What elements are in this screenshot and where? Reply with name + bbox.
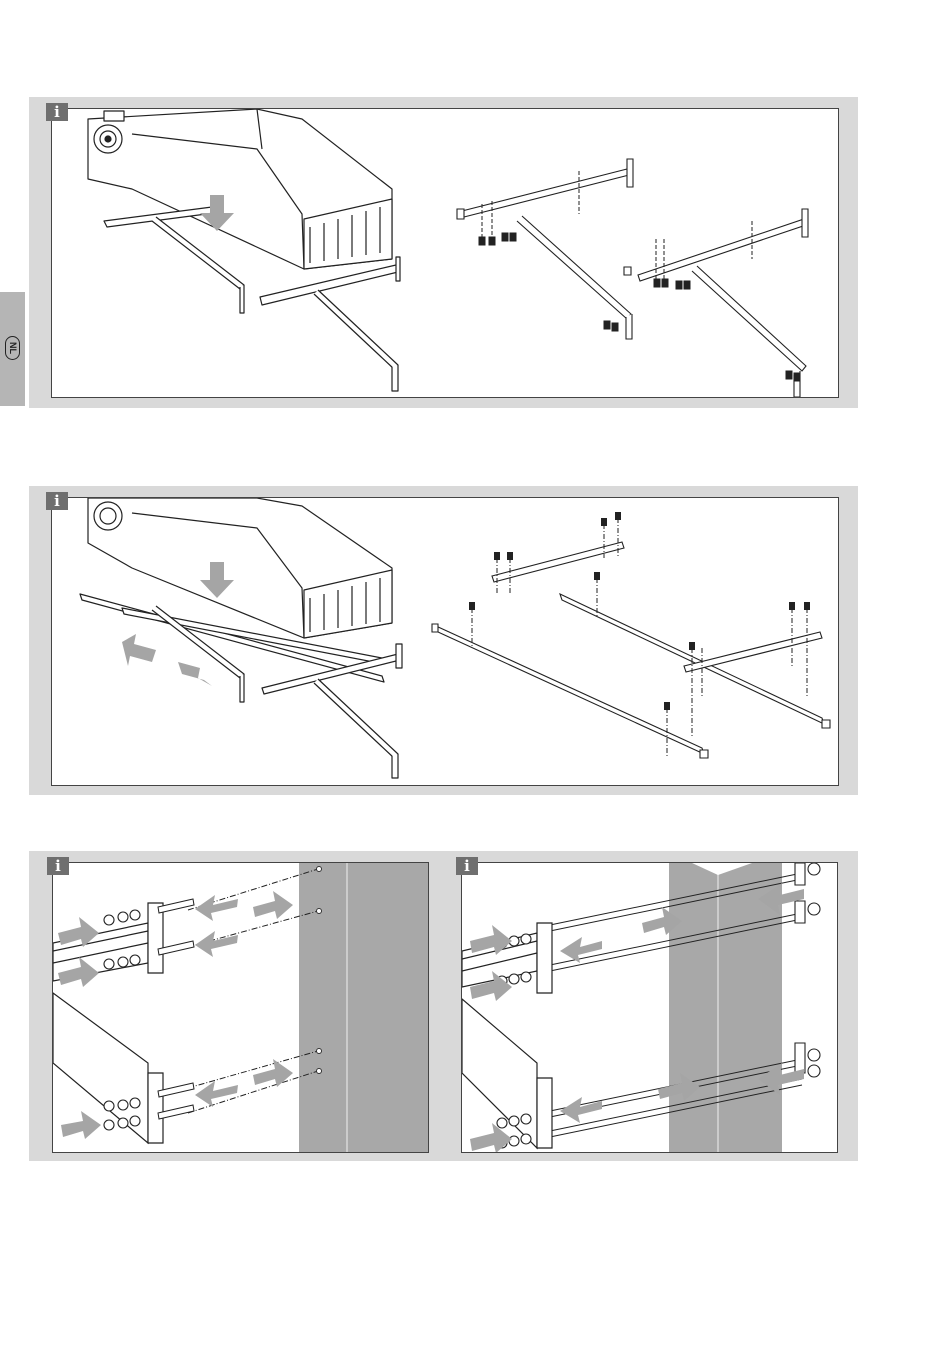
figure-frame-wall-anchor: [52, 862, 429, 1153]
illustration-wall-anchor: [53, 863, 429, 1153]
wall: [299, 863, 429, 1153]
wall-plate: [537, 923, 552, 993]
arrow-left-icon: [195, 1081, 238, 1107]
arrow-left-icon: [560, 1097, 602, 1123]
info-icon: i: [46, 492, 68, 510]
illustration-mounting-rails: [52, 109, 839, 398]
figure-frame-2: [51, 497, 839, 786]
figure-frame-through-bolt: [461, 862, 838, 1153]
exploded-rail-2: [638, 219, 806, 281]
language-badge: NL: [5, 336, 20, 360]
rail-right: [260, 265, 398, 305]
exploded-rail-1: [462, 169, 629, 217]
info-icon: i: [47, 857, 69, 875]
language-code: NL: [8, 342, 18, 354]
exploded-crossbar-bottom: [684, 632, 822, 672]
arrow-right-icon: [61, 1111, 101, 1139]
illustration-through-bolt: [462, 863, 838, 1153]
figure-frame-1: [51, 108, 839, 398]
illustration-slide-rails: [52, 498, 839, 786]
arrow-right-icon: [253, 891, 293, 919]
arrow-left-icon: [195, 895, 238, 921]
wall-plate: [148, 903, 163, 973]
arrow-right-icon: [253, 1059, 293, 1087]
arrow-left-icon: [122, 634, 156, 666]
arrow-right-icon: [178, 662, 212, 686]
info-icon: i: [46, 103, 68, 121]
arrow-right-icon: [470, 1123, 512, 1153]
info-icon: i: [456, 857, 478, 875]
wall: [669, 863, 782, 1153]
